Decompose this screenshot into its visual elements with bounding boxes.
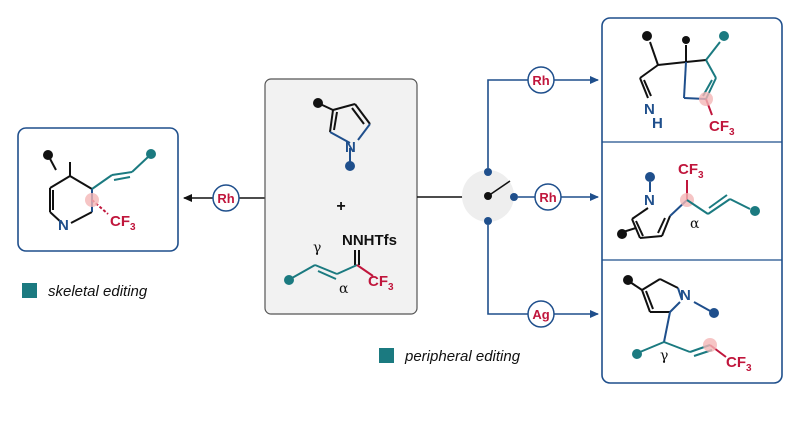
switch-lever — [487, 180, 511, 197]
dihydropyridine-structure — [49, 162, 93, 224]
bottom-catalyst-label: Ag — [532, 307, 549, 322]
switch-pivot — [484, 192, 492, 200]
top-black-dot-2 — [682, 36, 690, 44]
bottom-branch — [487, 225, 599, 318]
bottom-cf3-label: CF3 — [726, 354, 752, 374]
top-pink-highlight — [699, 92, 713, 106]
teal-dot — [146, 149, 156, 159]
reagent-panel: N + NNHTfs γ α CF3 — [264, 78, 418, 315]
bicyclic-product: N H CF3 — [639, 31, 735, 138]
pyrrole-n: N — [345, 139, 356, 156]
top-branch — [487, 76, 599, 168]
peripheral-legend-text: peripheral editing — [404, 348, 521, 365]
skeletal-legend-swatch — [22, 283, 37, 298]
bottom-black-dot — [623, 275, 633, 285]
left-cf3-label: CF3 — [110, 213, 136, 233]
pyrrole-black-dot — [313, 98, 323, 108]
skeletal-product-box — [17, 127, 179, 252]
diene-teal-dot — [284, 275, 294, 285]
alpha-label: α — [339, 281, 349, 297]
gamma-product: N γ CF3 — [623, 275, 752, 374]
bottom-gamma-label: γ — [660, 348, 668, 364]
top-black-dot-1 — [642, 31, 652, 41]
top-catalyst-label: Rh — [532, 73, 549, 88]
dashed-bond — [91, 199, 109, 215]
left-catalyst-circle — [212, 184, 240, 212]
skeletal-product-panel: N CF3 — [17, 127, 179, 252]
middle-black-dot — [617, 229, 627, 239]
bottom-n-label: N — [680, 287, 691, 304]
left-n-label: N — [58, 217, 69, 234]
switch-middle-contact — [510, 193, 518, 201]
middle-alpha-label: α — [690, 216, 700, 232]
top-catalyst-circle — [527, 66, 555, 94]
switch-top-contact — [484, 168, 492, 176]
bottom-pink-highlight — [703, 338, 717, 352]
peripheral-legend-swatch — [379, 348, 394, 363]
top-h-label: H — [652, 115, 663, 132]
middle-catalyst-circle — [534, 183, 562, 211]
top-teal-dot — [719, 31, 729, 41]
bottom-blue-dot — [709, 308, 719, 318]
top-n-label: N — [644, 101, 655, 118]
pyrrole-blue-dot — [345, 161, 355, 171]
gamma-label: γ — [313, 240, 321, 256]
left-catalyst-label: Rh — [217, 191, 234, 206]
bottom-teal-dot — [632, 349, 642, 359]
teal-diene — [291, 264, 358, 280]
top-cf3-label: CF3 — [709, 118, 735, 138]
middle-blue-dot — [645, 172, 655, 182]
switch-bottom-contact — [484, 217, 492, 225]
middle-n-label: N — [644, 192, 655, 209]
middle-catalyst-label: Rh — [539, 190, 556, 205]
pink-highlight — [85, 193, 99, 207]
alpha-product: N CF3 α — [617, 161, 760, 239]
plus-sign: + — [336, 198, 345, 215]
reagent-cf3: CF3 — [368, 273, 394, 293]
middle-teal-dot — [750, 206, 760, 216]
skeletal-legend-text: skeletal editing — [48, 283, 148, 300]
hydrazone-label: NNHTfs — [342, 232, 397, 249]
bottom-catalyst-circle — [527, 300, 555, 328]
teal-chain — [91, 156, 149, 190]
middle-cf3-label: CF3 — [678, 161, 704, 181]
